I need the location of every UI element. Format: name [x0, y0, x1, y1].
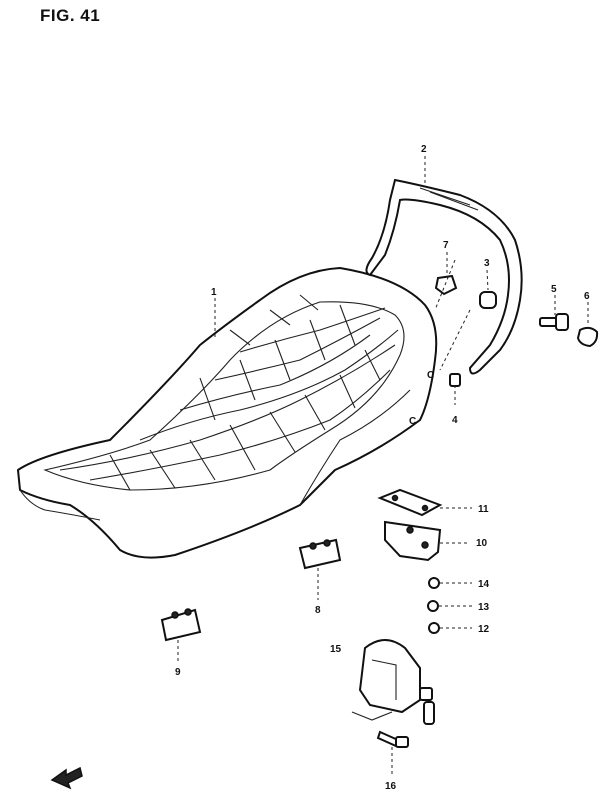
callout-10: 10 [476, 538, 488, 549]
cushion-part [479, 291, 497, 309]
callout-14: 14 [478, 579, 490, 590]
cap-part [576, 326, 599, 348]
figure-title: FIG. 41 [40, 6, 101, 25]
washer-14-part [428, 577, 440, 589]
callout-9: 9 [175, 667, 181, 678]
seat-lock-part [358, 639, 435, 725]
washer-13-part [427, 600, 439, 612]
callout-2: 2 [421, 144, 427, 155]
nut-part [449, 373, 461, 387]
callout-8: 8 [315, 605, 321, 616]
callout-4: 4 [452, 415, 458, 426]
callout-5: 5 [551, 284, 557, 295]
callout-11: 11 [478, 504, 489, 515]
mark-c-upper: C [427, 370, 434, 381]
washer-12-part [428, 622, 440, 634]
callout-3: 3 [484, 258, 490, 269]
callout-12: 12 [478, 624, 490, 635]
mark-c-lower: C [409, 416, 416, 427]
callout-7: 7 [443, 240, 449, 251]
callout-13: 13 [478, 602, 490, 613]
hinge-part [384, 520, 442, 562]
hinge-bracket-part [160, 608, 202, 642]
callout-1: 1 [211, 287, 217, 298]
callout-16: 16 [385, 781, 397, 792]
seat-part [17, 267, 438, 559]
grab-rail-part [365, 178, 523, 375]
plate-part [377, 488, 443, 517]
bolt-part [539, 313, 569, 331]
callout-15: 15 [330, 644, 342, 655]
seat-nut-part [434, 274, 458, 296]
bracket-part [298, 538, 342, 570]
front-arrow-icon [50, 766, 83, 790]
screw-part [376, 730, 409, 748]
callout-6: 6 [584, 291, 590, 302]
